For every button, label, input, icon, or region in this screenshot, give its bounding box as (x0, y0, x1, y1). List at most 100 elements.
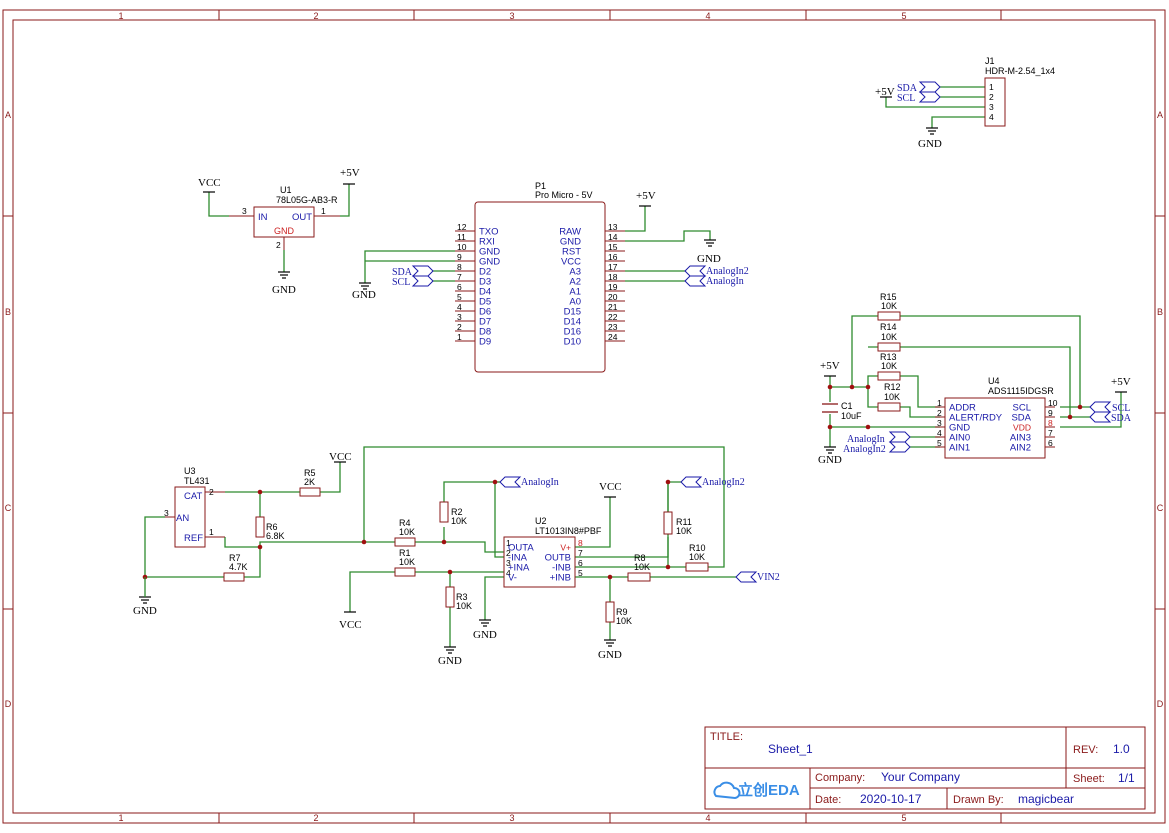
u3-ref: U3 (184, 466, 196, 476)
r14-ref: R14 (880, 322, 897, 332)
sheet-frame: 1 2 3 4 5 1 2 3 4 5 A B C D A B C D (2, 9, 1166, 824)
rev-value: 1.0 (1113, 742, 1130, 756)
r10-value: 10K (689, 552, 705, 562)
r4-value: 10K (399, 527, 415, 537)
p1-pin-number: 14 (608, 232, 618, 242)
junction-dot (492, 479, 498, 485)
resistor-r13[interactable]: R13 10K (877, 352, 901, 381)
resistor-r8[interactable]: R8 10K (627, 553, 651, 582)
connector-j1[interactable]: J1 HDR-M-2.54_1x4 1 2 3 4 (984, 56, 1055, 127)
resistor-r9[interactable]: R9 10K (605, 601, 632, 626)
junction-dot (361, 539, 367, 545)
resistor-r1[interactable]: R1 10K (394, 548, 416, 577)
resistor-r12[interactable]: R12 10K (877, 382, 901, 412)
u4-pin-name: ALERT/RDY (949, 413, 1003, 424)
net-vin2-label: VIN2 (757, 572, 780, 583)
r1-ref: R1 (399, 548, 411, 558)
net-scl-label: SCL (897, 93, 915, 104)
u1-pin-out: OUT (292, 212, 312, 223)
u4-pin-number: 3 (937, 418, 942, 428)
r14-value: 10K (881, 332, 897, 342)
u4-pin-name: ADDR (949, 403, 976, 414)
u3-value: TL431 (184, 476, 210, 486)
row-label: C (5, 503, 12, 513)
junction-dot (665, 564, 671, 570)
drawn-by-value: magicbear (1018, 792, 1074, 806)
net-analogin: AnalogIn (684, 275, 744, 287)
column-label: 3 (509, 11, 514, 21)
u4-pin-name: AIN0 (949, 433, 970, 444)
p1-pin-name: GND (479, 247, 500, 258)
j1-value: HDR-M-2.54_1x4 (985, 66, 1055, 76)
logo-text: 立创EDA (738, 781, 800, 799)
resistor-r6[interactable]: R6 6.8K (255, 516, 285, 541)
r8-value: 10K (634, 562, 650, 572)
r7-ref: R7 (229, 553, 241, 563)
p1-pin-number: 5 (457, 292, 462, 302)
u4-value: ADS1115IDGSR (988, 386, 1054, 396)
u4-pin-number: 4 (937, 428, 942, 438)
junctions (142, 384, 1083, 580)
u2-pin-name: OUTB (545, 553, 571, 564)
capacitor-c1[interactable]: C1 10uF (822, 401, 862, 421)
u4-pin-number: 10 (1048, 398, 1058, 408)
r12-value: 10K (884, 392, 900, 402)
p1-pin-number: 19 (608, 282, 618, 292)
u4-pin-number: 7 (1048, 428, 1053, 438)
gnd-label: GND (818, 454, 842, 466)
u3-pin-an: AN (176, 513, 189, 524)
p1-pin-name: D3 (479, 277, 491, 288)
date-label: Date: (815, 794, 841, 806)
resistor-r7[interactable]: R7 4.7K (223, 553, 248, 582)
net-sda-label: SDA (897, 83, 918, 94)
junction-dot (827, 424, 833, 430)
column-label: 4 (705, 11, 710, 21)
p1-pin-number: 18 (608, 272, 618, 282)
p1-pin-name: RAW (559, 227, 581, 238)
sheet-value: 1/1 (1118, 771, 1135, 785)
resistor-r14[interactable]: R14 10K (877, 322, 901, 352)
regulator-u1[interactable]: U1 78L05G-AB3-R IN OUT GND 3 1 2 (229, 185, 340, 250)
resistor-r4[interactable]: R4 10K (394, 518, 416, 547)
reference-u3[interactable]: U3 TL431 CAT AN REF 2 3 1 (164, 466, 225, 548)
resistor-r15[interactable]: R15 10K (877, 292, 901, 321)
drawn-by-label: Drawn By: (953, 794, 1004, 806)
company-label: Company: (815, 772, 865, 784)
net-analogin: AnalogIn (499, 476, 559, 488)
j1-pin: 4 (989, 112, 994, 122)
resistor-r3[interactable]: R3 10K (445, 586, 472, 611)
p5v-symbol: +5V (875, 86, 895, 98)
gnd-symbol: GND (697, 239, 721, 265)
p1-pin-name: D8 (479, 327, 491, 338)
gnd-symbol: GND (352, 282, 376, 301)
junction-dot (827, 384, 833, 390)
u3-pin-num: 1 (209, 527, 214, 537)
net-scl-label: SCL (1112, 403, 1130, 414)
p1-pin-name: TXO (479, 227, 499, 238)
resistor-r2[interactable]: R2 10K (439, 501, 467, 526)
resistor-r11[interactable]: R11 10K (663, 511, 692, 536)
u2-pin-name: +INA (508, 563, 530, 574)
p1-pin-number: 17 (608, 262, 618, 272)
p1-pin-name: A2 (569, 277, 581, 288)
resistor-r10[interactable]: R10 10K (685, 543, 709, 572)
u4-pin-number: 5 (937, 438, 942, 448)
u1-pin-in: IN (258, 212, 268, 223)
net-sda-label: SDA (1111, 413, 1132, 424)
p1-pin-number: 22 (608, 312, 618, 322)
p1-pin-name: D16 (564, 327, 581, 338)
junction-dot (607, 574, 613, 580)
ground-symbols: GND GND GND GND GND GND GND GND (133, 127, 942, 667)
junction-dot (441, 539, 447, 545)
u2-value: LT1013IN8#PBF (535, 526, 602, 536)
p1-pin-number: 1 (457, 332, 462, 342)
resistor-r5[interactable]: R5 2K (299, 468, 321, 497)
p1-pin-number: 3 (457, 312, 462, 322)
